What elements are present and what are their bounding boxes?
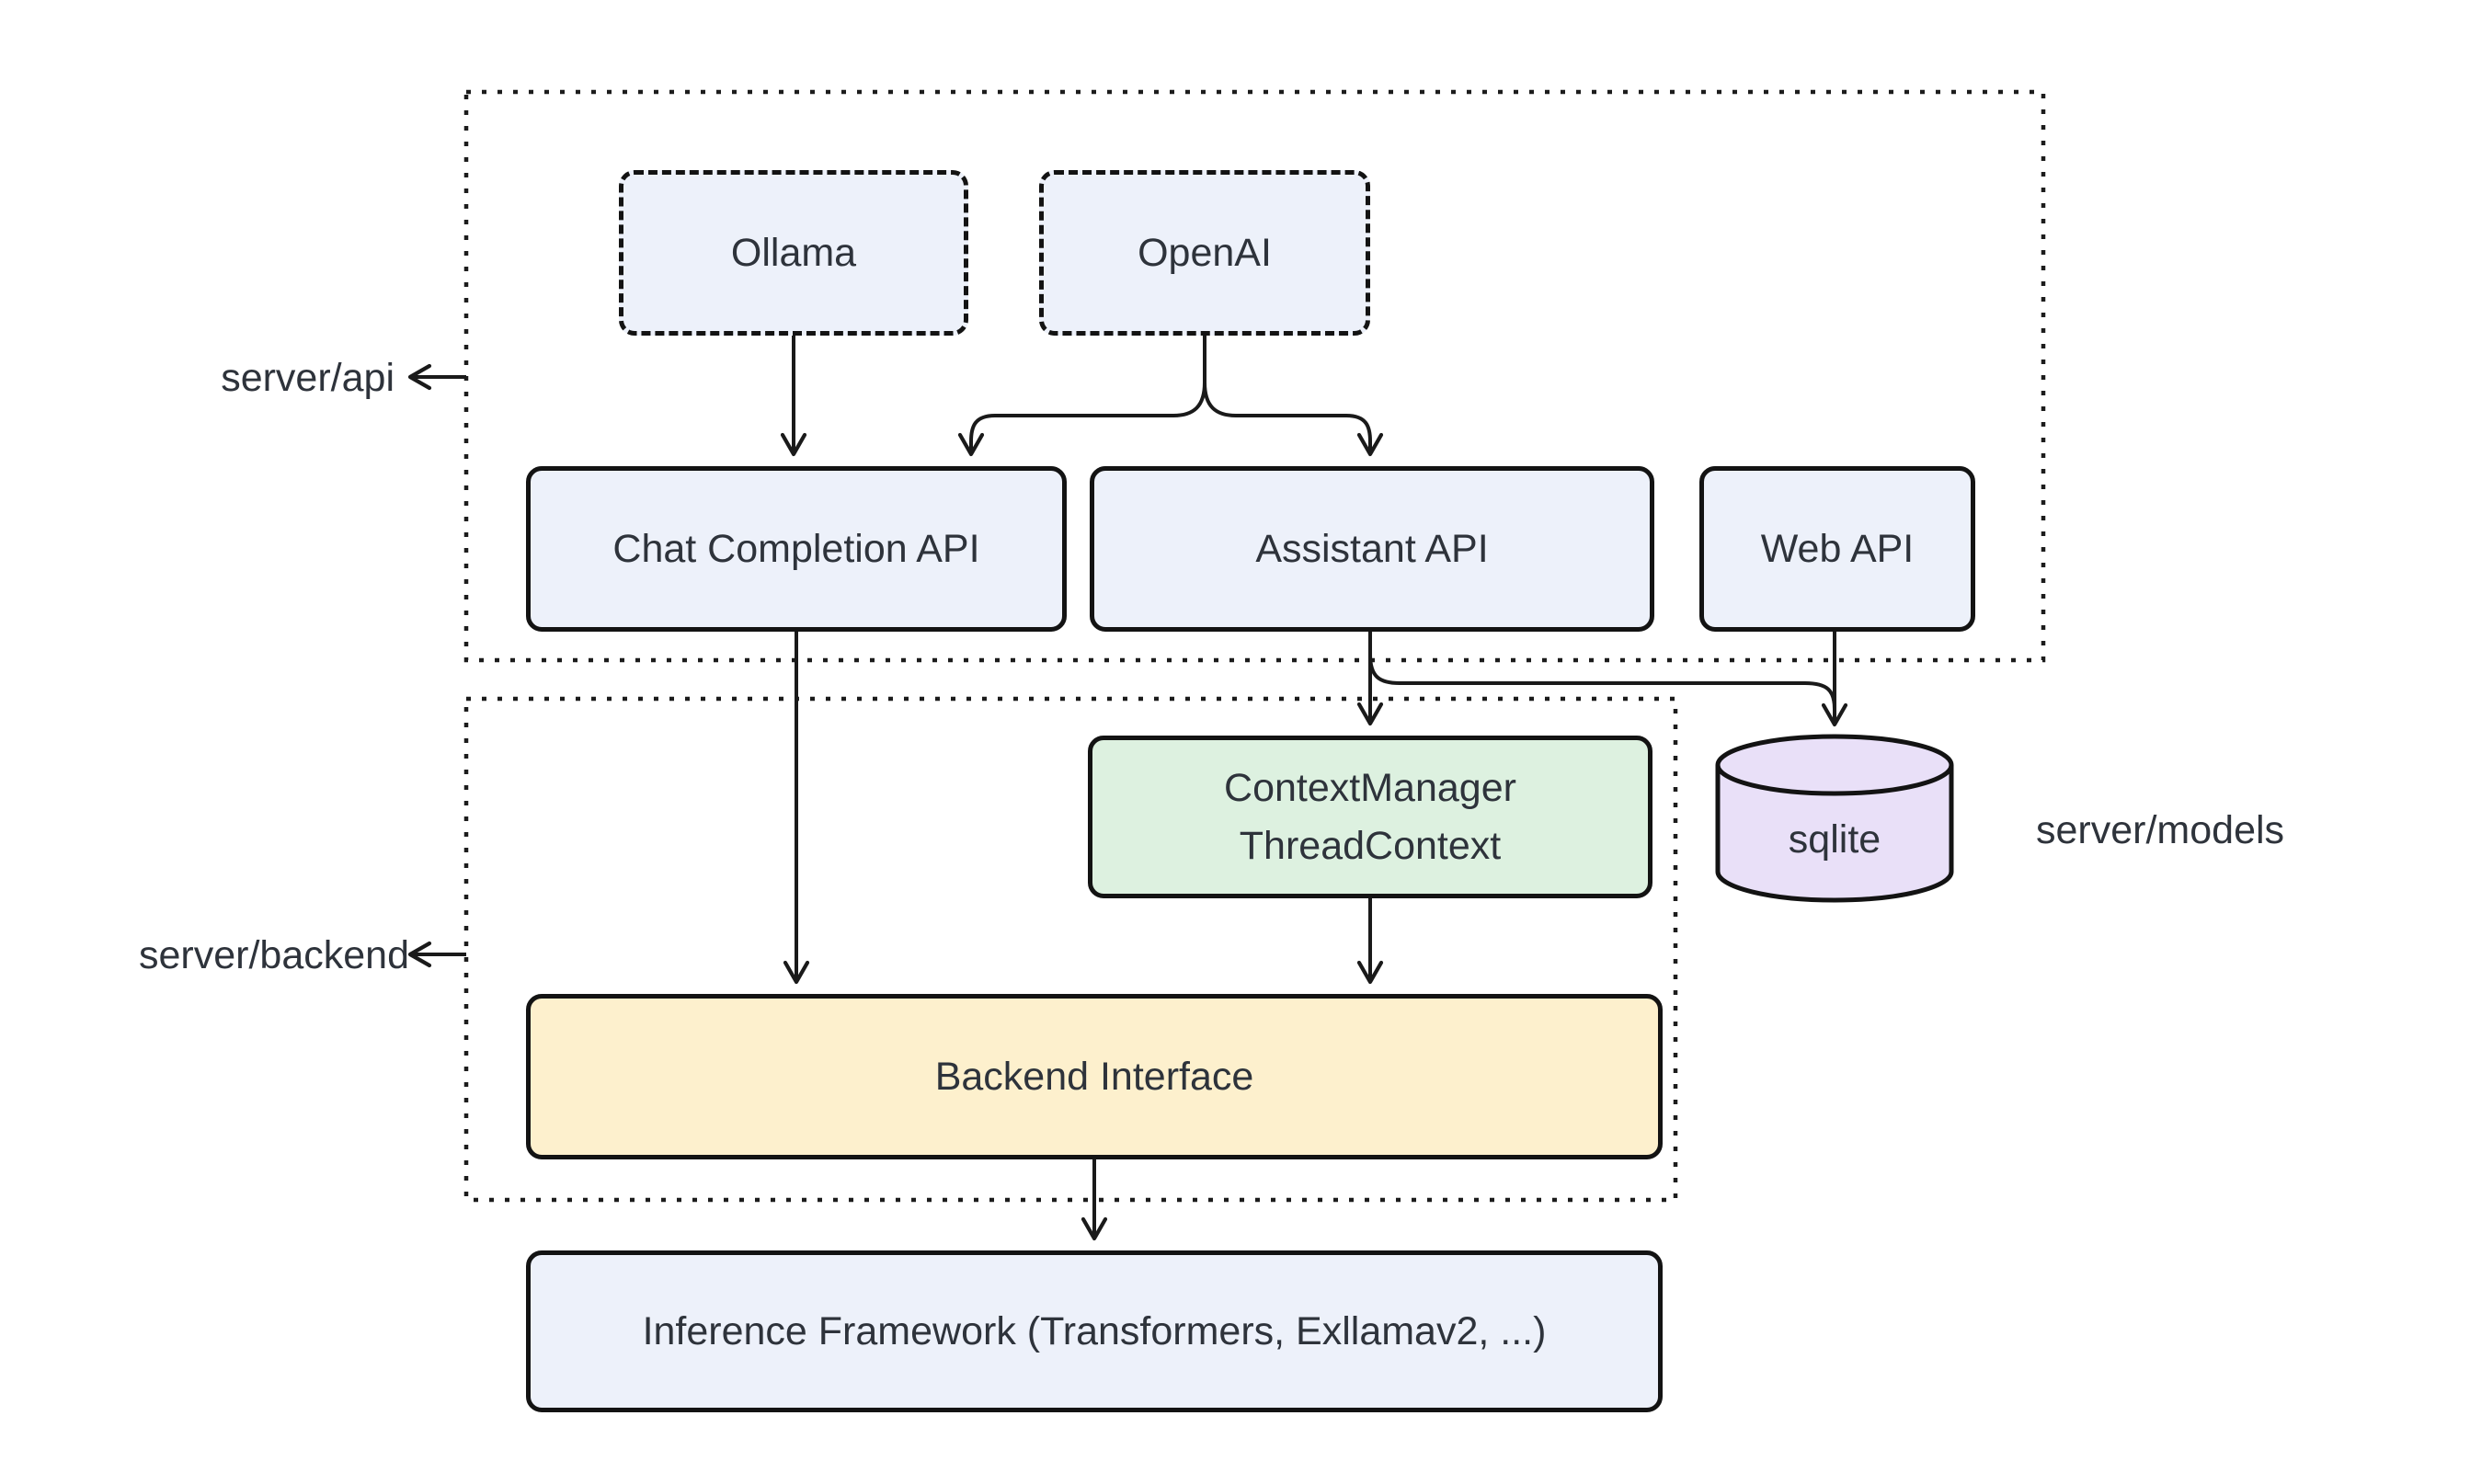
sqlite-cylinder-top bbox=[1715, 734, 1954, 796]
node-ollama: Ollama bbox=[619, 170, 968, 336]
node-ollama-label: Ollama bbox=[730, 230, 857, 275]
label-server-api: server/api bbox=[221, 356, 395, 400]
node-sqlite-label: sqlite bbox=[1788, 817, 1881, 862]
node-context-manager-label: ContextManager ThreadContext bbox=[1224, 759, 1516, 874]
arrow-assistant-to-sqlite-branch bbox=[1368, 654, 1836, 710]
container-server-backend-border bbox=[463, 696, 1678, 1203]
label-server-backend: server/backend bbox=[139, 933, 409, 977]
node-web-api: Web API bbox=[1699, 466, 1975, 632]
node-assistant-api-label: Assistant API bbox=[1255, 526, 1489, 571]
node-assistant-api: Assistant API bbox=[1090, 466, 1654, 632]
node-inference-framework-label: Inference Framework (Transformers, Exlla… bbox=[642, 1308, 1547, 1353]
node-context-manager: ContextManager ThreadContext bbox=[1088, 736, 1652, 898]
sqlite-cylinder-body bbox=[1715, 765, 1954, 903]
arrow-openai-to-chat-api bbox=[957, 336, 1206, 457]
node-backend-interface: Backend Interface bbox=[526, 994, 1663, 1159]
node-openai-label: OpenAI bbox=[1138, 230, 1272, 275]
node-backend-interface-label: Backend Interface bbox=[934, 1054, 1254, 1099]
node-chat-completion-api: Chat Completion API bbox=[526, 466, 1067, 632]
arrow-openai-to-assistant-api bbox=[1203, 336, 1384, 457]
node-chat-completion-api-label: Chat Completion API bbox=[612, 526, 980, 571]
context-manager-line1: ContextManager bbox=[1224, 766, 1516, 811]
node-web-api-label: Web API bbox=[1760, 526, 1915, 571]
context-manager-line2: ThreadContext bbox=[1239, 823, 1502, 868]
node-inference-framework: Inference Framework (Transformers, Exlla… bbox=[526, 1250, 1663, 1412]
node-openai: OpenAI bbox=[1039, 170, 1370, 336]
label-server-models: server/models bbox=[2036, 808, 2285, 852]
